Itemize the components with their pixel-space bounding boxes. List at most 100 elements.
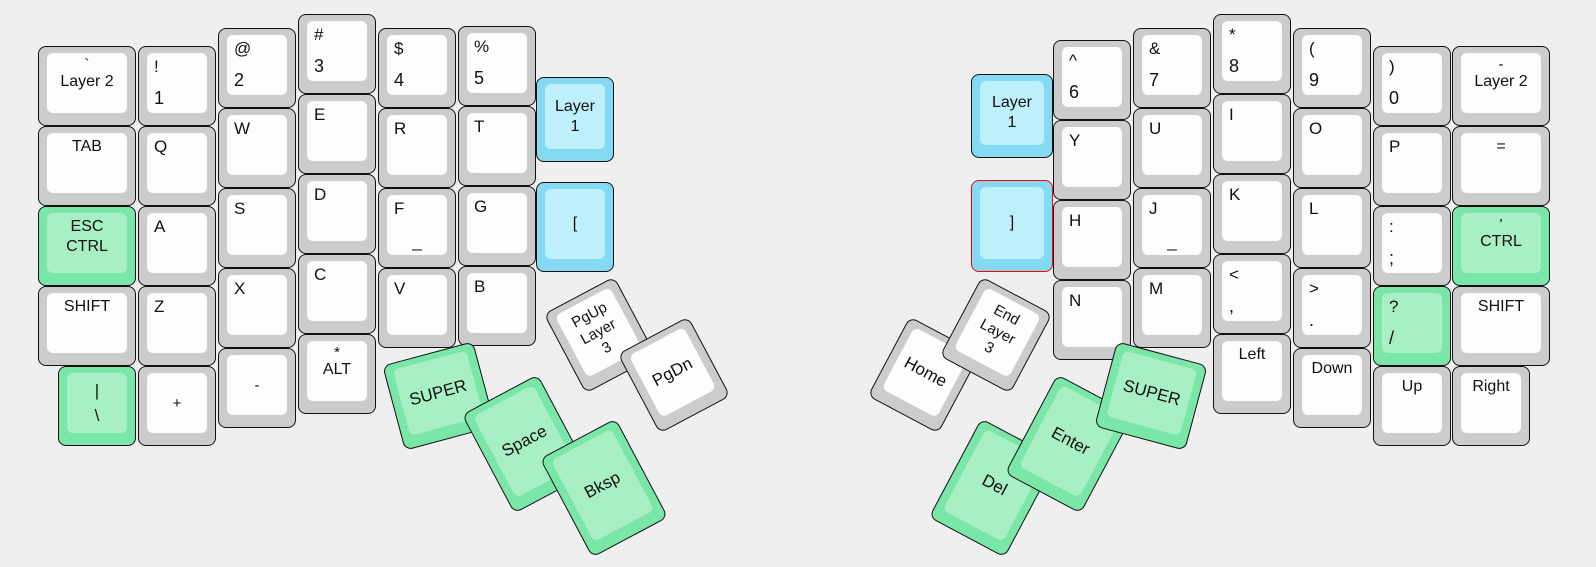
key-5-percent[interactable]: %5 [458,26,536,106]
key-t[interactable]: T [458,106,536,186]
key-slash-question[interactable]: ?/ [1373,286,1451,366]
key-up-arrow[interactable]: Up [1373,366,1451,446]
keycap-surface: U [1142,115,1202,175]
keycap-surface: B [467,273,527,333]
key-r[interactable]: R [378,108,456,188]
key-e[interactable]: E [298,94,376,174]
key-bracket-left[interactable]: [ [536,182,614,272]
key-layer1-left[interactable]: Layer 1 [536,77,614,162]
key-legend-primary: & [1149,39,1161,58]
key-8-asterisk[interactable]: *8 [1213,14,1291,94]
keycap-surface: W [227,115,287,175]
key-v[interactable]: V [378,268,456,348]
key-plus[interactable]: + [138,366,216,446]
keycap-surface: E [307,101,367,161]
keycap-surface: - [227,355,287,415]
key-bracket-right[interactable]: ] [971,180,1053,272]
key-d[interactable]: D [298,174,376,254]
key-4-dollar[interactable]: $4 [378,28,456,108]
key-legend-primary: D [314,185,327,204]
key-1-exclaim[interactable]: !1 [138,46,216,126]
key-0-rparen[interactable]: )0 [1373,46,1451,126]
key-layer2-grave[interactable]: `Layer 2 [38,46,136,126]
key-legend-secondary: 6 [1069,82,1080,102]
key-b[interactable]: B [458,266,536,346]
keycap-surface: <, [1222,261,1282,321]
keycap-surface: Up [1382,373,1442,433]
key-s[interactable]: S [218,188,296,268]
key-legend-primary: T [474,117,485,136]
key-legend-primary: J [1149,199,1158,218]
key-alt[interactable]: *ALT [298,334,376,414]
key-c[interactable]: C [298,254,376,334]
key-u[interactable]: U [1133,108,1211,188]
key-label-main: TAB [72,138,102,155]
key-n[interactable]: N [1053,280,1131,360]
key-semicolon-colon[interactable]: :; [1373,206,1451,286]
key-y[interactable]: Y [1053,120,1131,200]
key-layer2-minus[interactable]: -Layer 2 [1452,46,1550,126]
key-j[interactable]: J_ [1133,188,1211,268]
key-q[interactable]: Q [138,126,216,206]
key-pipe-backslash[interactable]: |\ [58,366,136,446]
key-comma-less[interactable]: <, [1213,254,1291,334]
key-legend-primary: < [1229,265,1239,284]
key-layer1-right[interactable]: Layer 1 [971,74,1053,158]
key-ctrl-quote[interactable]: 'CTRL [1452,206,1550,286]
key-label-main: SUPER [1121,375,1183,410]
keycap-surface: = [1461,133,1541,193]
key-7-ampersand[interactable]: &7 [1133,28,1211,108]
keycap-surface: !1 [147,53,207,113]
key-x[interactable]: X [218,268,296,348]
key-shift-right[interactable]: SHIFT [1452,286,1550,366]
key-2-at[interactable]: @2 [218,28,296,108]
key-period-greater[interactable]: >. [1293,268,1371,348]
key-legend-primary: ^ [1069,51,1077,70]
key-3-hash[interactable]: #3 [298,14,376,94]
key-legend-top: + [172,394,182,412]
keycap-surface: PgDn [628,326,717,418]
key-legend-primary: G [474,197,488,216]
key-equals[interactable]: = [1452,126,1550,206]
key-l[interactable]: L [1293,188,1371,268]
key-left-arrow[interactable]: Left [1213,334,1291,414]
keycap-surface: )0 [1382,53,1442,113]
keycap-surface: [ [545,189,605,259]
key-legend-primary: Z [154,297,165,316]
key-i[interactable]: I [1213,94,1291,174]
key-legend-primary: Y [1069,131,1081,150]
key-shift-left[interactable]: SHIFT [38,286,136,366]
key-label-main: Down [1311,360,1353,377]
key-legend-primary: W [234,119,251,138]
key-legend-secondary: ; [1389,248,1395,268]
key-homing-bar: _ [412,232,422,251]
key-9-lparen[interactable]: (9 [1293,28,1371,108]
key-6-caret[interactable]: ^6 [1053,40,1131,120]
key-down-arrow[interactable]: Down [1293,348,1371,428]
key-label-main: ] [1009,214,1015,231]
keycap-surface: %5 [467,33,527,93]
key-tab[interactable]: TAB [38,126,136,206]
key-legend-secondary: 9 [1309,70,1320,90]
keycap-surface: D [307,181,367,241]
key-o[interactable]: O [1293,108,1371,188]
key-label-main: Left [1238,346,1266,363]
key-g[interactable]: G [458,186,536,266]
key-a[interactable]: A [138,206,216,286]
key-label-main: ALT [322,361,352,378]
key-legend-primary: > [1309,279,1319,298]
key-z[interactable]: Z [138,286,216,366]
key-right-arrow[interactable]: Right [1452,366,1530,446]
key-f[interactable]: F_ [378,188,456,268]
key-h[interactable]: H [1053,200,1131,280]
key-k[interactable]: K [1213,174,1291,254]
key-minus-left[interactable]: - [218,348,296,428]
key-m[interactable]: M [1133,268,1211,348]
key-p[interactable]: P [1373,126,1451,206]
keycap-surface: + [147,373,207,433]
key-legend-primary: : [1389,217,1394,236]
key-w[interactable]: W [218,108,296,188]
keycap-surface: -Layer 2 [1461,53,1541,113]
